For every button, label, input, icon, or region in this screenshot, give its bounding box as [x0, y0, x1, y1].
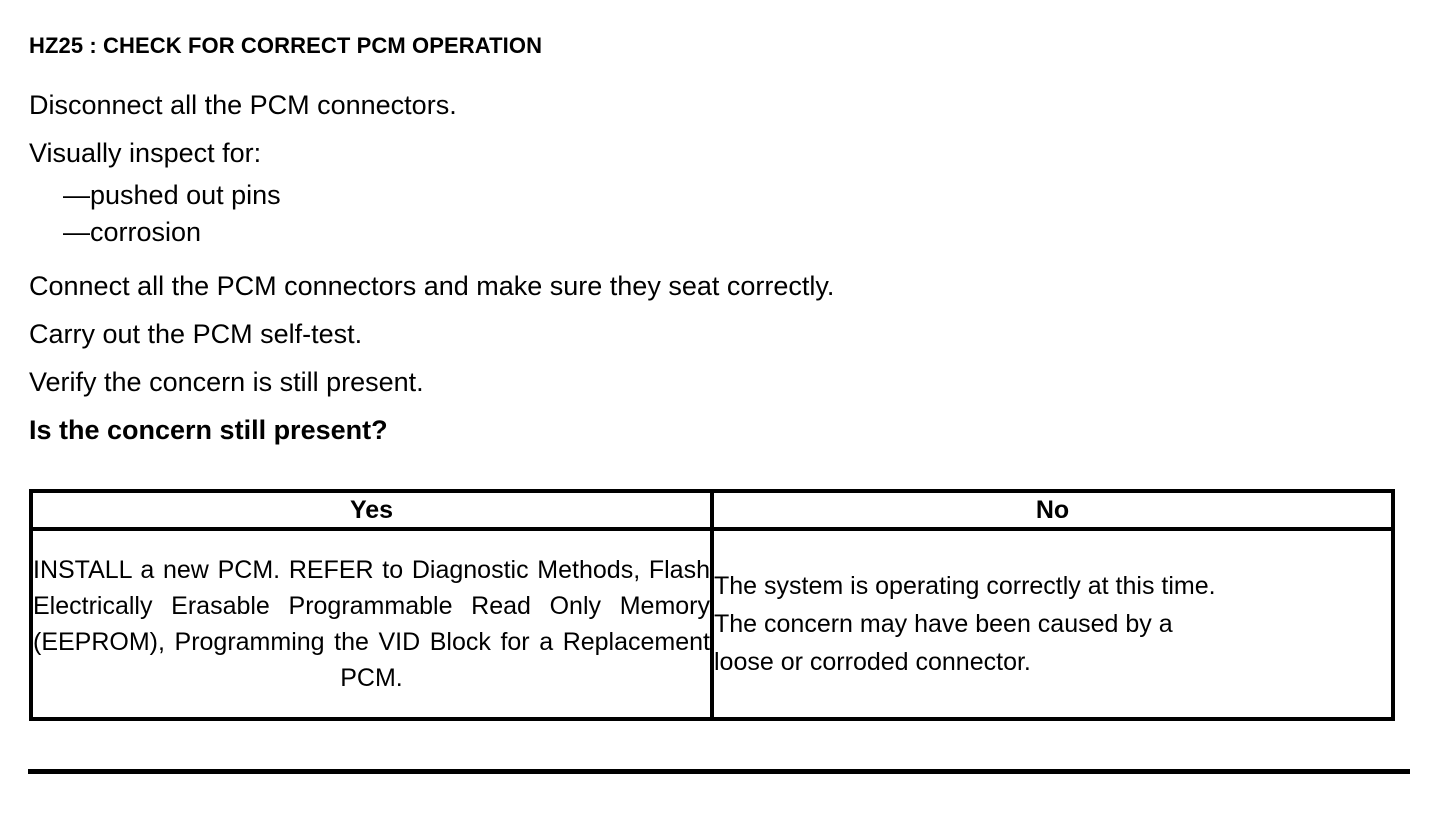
page-title: HZ25 : CHECK FOR CORRECT PCM OPERATION: [29, 33, 543, 58]
instruction-line-visually-inspect: Visually inspect for:: [29, 138, 262, 168]
table-header-row: Yes No: [29, 489, 1395, 531]
list-item: —pushed out pins: [63, 180, 281, 210]
outcome-table: Yes No INSTALL a new PCM. REFER to Diagn…: [29, 489, 1395, 721]
outcome-cell-yes: INSTALL a new PCM. REFER to Diagnostic M…: [29, 527, 714, 721]
diagnostic-question: Is the concern still present?: [29, 415, 388, 445]
instruction-line-disconnect: Disconnect all the PCM connectors.: [29, 90, 457, 120]
outcome-cell-no-line: The system is operating correctly at thi…: [714, 572, 1216, 600]
section-divider: [28, 769, 1410, 774]
instruction-line-connect: Connect all the PCM connectors and make …: [29, 271, 835, 301]
column-header-yes: Yes: [29, 489, 714, 531]
instruction-block: Disconnect all the PCM connectors. Visua…: [29, 81, 1409, 454]
table-row: INSTALL a new PCM. REFER to Diagnostic M…: [29, 527, 1395, 721]
spacer: [29, 251, 1409, 262]
column-header-no: No: [710, 489, 1395, 531]
instruction-line-self-test: Carry out the PCM self-test.: [29, 319, 363, 349]
inspect-item-list: —pushed out pins —corrosion: [29, 177, 1409, 251]
list-item: —corrosion: [63, 217, 202, 247]
outcome-cell-no: The system is operating correctly at thi…: [710, 527, 1395, 721]
outcome-cell-no-line: loose or corroded connector.: [714, 648, 1031, 676]
instruction-line-verify: Verify the concern is still present.: [29, 367, 424, 397]
outcome-cell-no-line: The concern may have been caused by a: [714, 610, 1173, 638]
